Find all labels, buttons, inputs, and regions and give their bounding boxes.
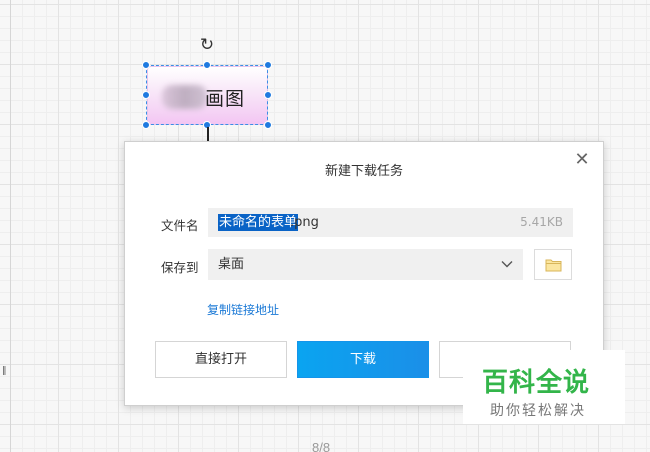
browse-folder-button[interactable] <box>534 249 572 280</box>
file-size: 5.41KB <box>520 215 563 229</box>
folder-icon <box>545 259 562 272</box>
rotate-icon[interactable]: ↻ <box>199 35 215 55</box>
watermark-title: 百科全说 <box>482 368 591 398</box>
resize-handle-tl[interactable] <box>142 61 150 69</box>
blurred-text <box>162 85 207 109</box>
connector-line <box>207 127 209 143</box>
filename-selected-text: 未命名的表单 <box>218 214 299 231</box>
filename-label: 文件名 <box>161 218 199 233</box>
save-location-select[interactable]: 桌面 <box>208 249 523 280</box>
watermark-subtitle: 助你轻松解决 <box>490 403 586 419</box>
open-directly-button[interactable]: 直接打开 <box>155 341 287 378</box>
shape-label: 画图 <box>205 88 246 110</box>
filename-extension: .png <box>290 215 319 230</box>
save-to-label: 保存到 <box>161 260 199 275</box>
filename-field[interactable]: 未命名的表单 .png 5.41KB <box>208 208 573 237</box>
page-indicator: 8/8 <box>312 440 331 452</box>
resize-handle-tm[interactable] <box>203 61 211 69</box>
chevron-down-icon <box>501 261 513 268</box>
resize-handle-bl[interactable] <box>142 121 150 129</box>
resize-handle-mr[interactable] <box>264 91 272 99</box>
resize-handle-tr[interactable] <box>264 61 272 69</box>
selection-box <box>146 65 268 125</box>
side-marker: ‖ <box>2 366 7 376</box>
watermark: 百科全说 助你轻松解决 <box>463 350 625 424</box>
download-button[interactable]: 下载 <box>297 341 429 378</box>
resize-handle-br[interactable] <box>264 121 272 129</box>
canvas-edge <box>10 0 11 452</box>
dialog-title: 新建下载任务 <box>324 164 403 179</box>
close-icon[interactable]: ✕ <box>574 149 590 170</box>
resize-handle-ml[interactable] <box>142 91 150 99</box>
save-location-value: 桌面 <box>218 257 245 272</box>
copy-link-address[interactable]: 复制链接地址 <box>207 303 280 317</box>
